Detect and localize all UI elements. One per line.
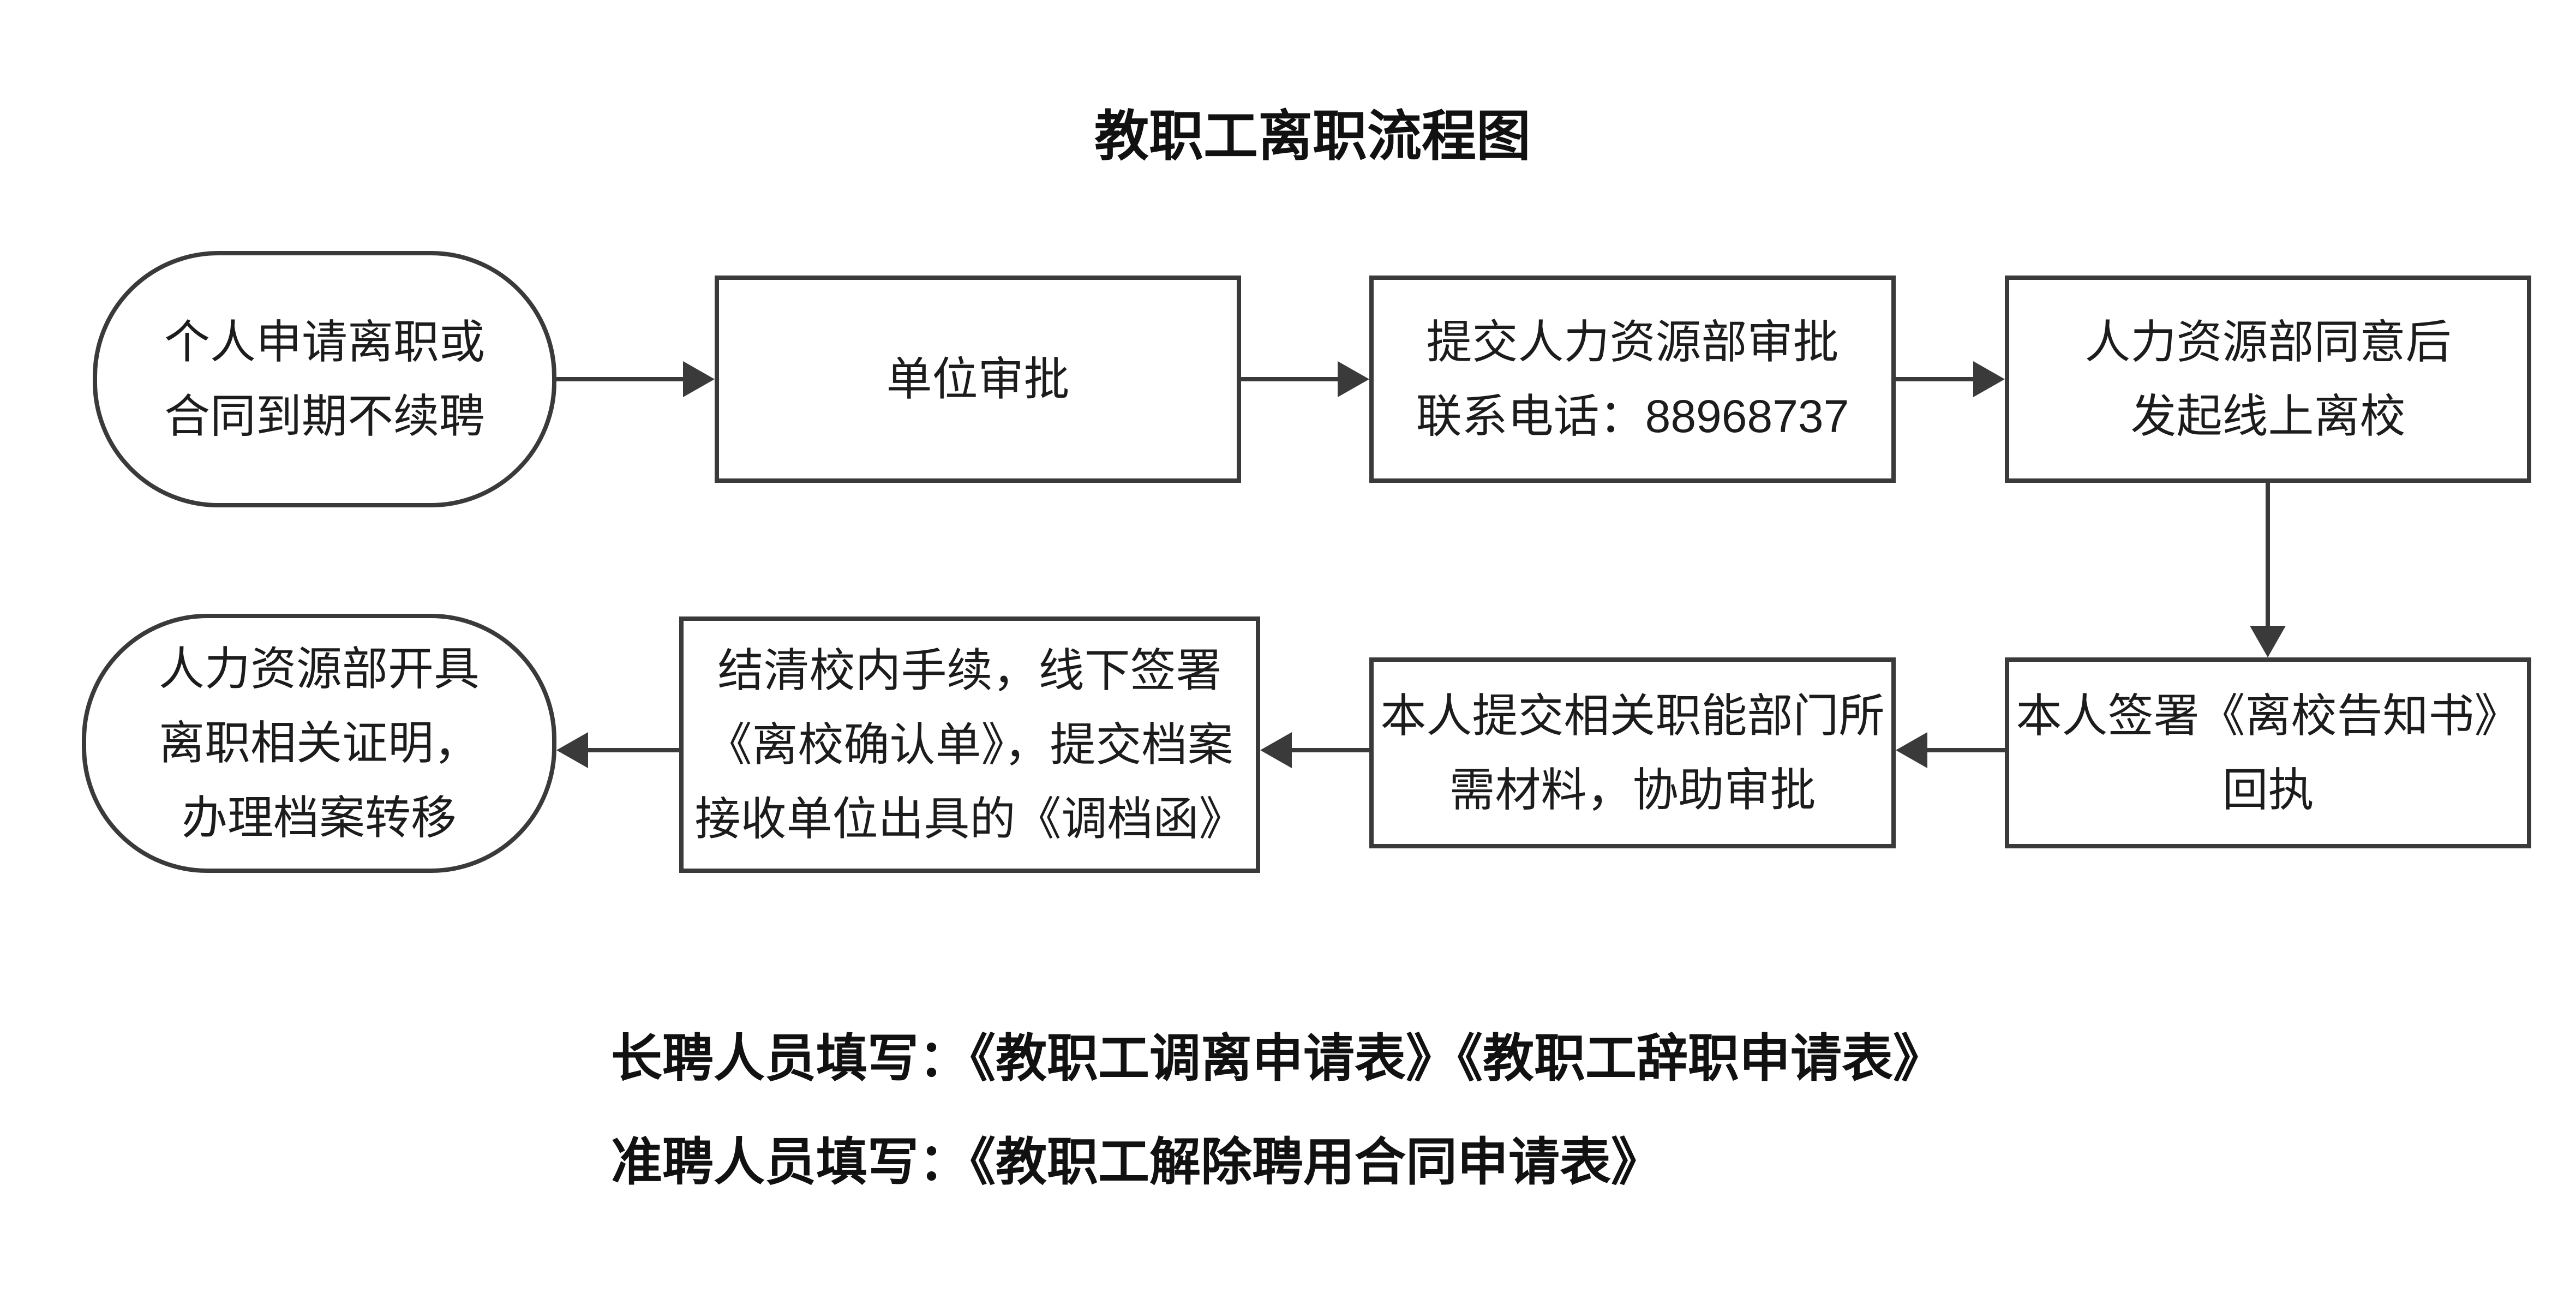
arrow-start-to-unit-approval (556, 361, 715, 397)
node-submit-materials: 本人提交相关职能部门所 需材料，协助审批 (1369, 657, 1896, 848)
node-hr-approval-line: 提交人力资源部审批 (1426, 316, 1839, 368)
note-pre-appointment-staff: 准聘人员填写：《教职工解除聘用合同申请表》 (611, 1133, 1663, 1190)
arrow-online-to-sign-notice (2250, 483, 2286, 657)
node-hr-agree-online: 人力资源部同意后 发起线上离校 (2005, 276, 2531, 483)
node-hr-approval: 提交人力资源部审批 联系电话：88968737 (1369, 276, 1896, 483)
node-hr-certificate-line: 人力资源部开具 (158, 643, 480, 695)
arrow-materials-to-settle (1260, 732, 1369, 768)
node-settle-procedures-line: 结清校内手续，线下签署 (717, 644, 1222, 696)
node-hr-agree-online-line: 发起线上离校 (2130, 391, 2406, 442)
node-unit-approval-line: 单位审批 (886, 353, 1070, 405)
page-title: 教职工离职流程图 (1094, 106, 1531, 167)
node-start-line: 合同到期不续聘 (164, 391, 485, 442)
footnotes: 长聘人员填写：《教职工调离申请表》《教职工辞职申请表》 准聘人员填写：《教职工解… (611, 1007, 1944, 1214)
node-submit-materials-line: 本人提交相关职能部门所 (1380, 690, 1885, 741)
node-hr-certificate: 人力资源部开具 离职相关证明， 办理档案转移 (82, 614, 556, 873)
arrow-settle-to-certificate (556, 732, 679, 768)
node-settle-procedures-line: 《离校确认单》，提交档案 (706, 719, 1233, 770)
node-sign-notice-line: 回执 (2222, 764, 2314, 816)
node-hr-approval-phone: 联系电话：88968737 (1416, 391, 1849, 442)
node-sign-notice: 本人签署《离校告知书》 回执 (2005, 657, 2531, 848)
node-hr-agree-online-line: 人力资源部同意后 (2084, 316, 2452, 368)
node-settle-procedures-line: 接收单位出具的《调档函》 (694, 793, 1245, 845)
node-start: 个人申请离职或 合同到期不续聘 (93, 251, 556, 507)
node-settle-procedures: 结清校内手续，线下签署 《离校确认单》，提交档案 接收单位出具的《调档函》 (679, 616, 1260, 873)
node-submit-materials-line: 需材料，协助审批 (1449, 764, 1816, 816)
node-unit-approval: 单位审批 (715, 276, 1241, 483)
arrow-unit-to-hr-approval (1241, 361, 1369, 397)
note-long-term-staff: 长聘人员填写：《教职工调离申请表》《教职工辞职申请表》 (611, 1029, 1945, 1087)
arrow-sign-notice-to-materials (1896, 732, 2005, 768)
node-hr-certificate-line: 离职相关证明， (158, 717, 480, 769)
arrow-hr-approval-to-online (1896, 361, 2005, 397)
node-start-line: 个人申请离职或 (164, 316, 485, 368)
node-hr-certificate-line: 办理档案转移 (181, 792, 457, 843)
node-sign-notice-line: 本人签署《离校告知书》 (2016, 690, 2520, 741)
